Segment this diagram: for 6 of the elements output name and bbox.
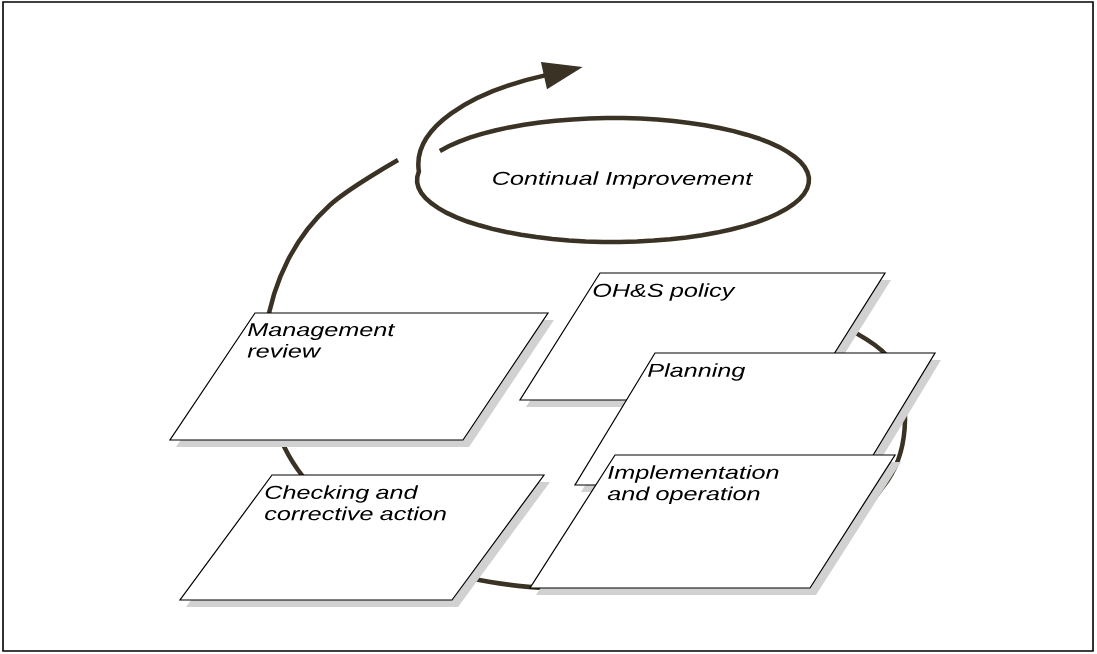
node-text: Planning: [648, 363, 746, 381]
node-text: Implementation and operation: [607, 465, 779, 504]
node-text: Checking and corrective action: [265, 485, 446, 521]
node-text: Management review: [247, 323, 396, 358]
node-text: OH&S policy: [593, 283, 736, 301]
node-label: Continual Improvement: [493, 171, 754, 189]
